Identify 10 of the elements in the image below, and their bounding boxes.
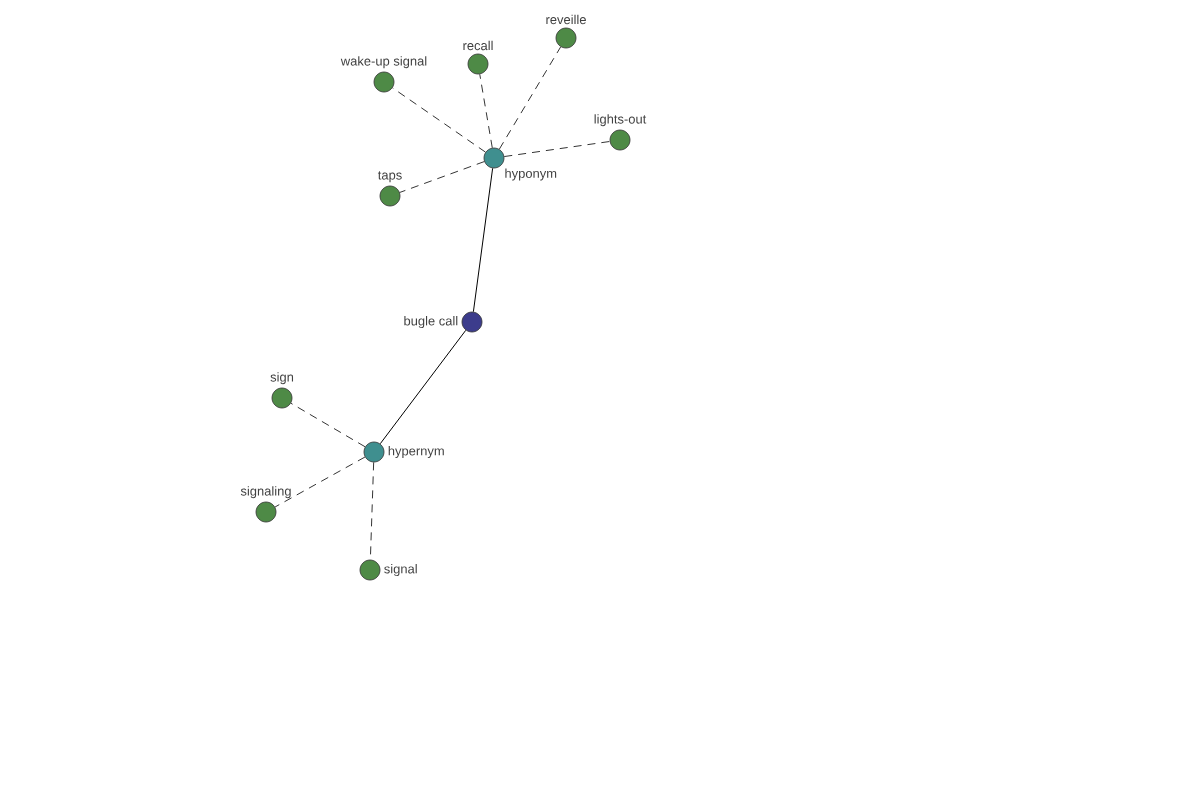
- connector-line: [503, 141, 611, 157]
- connector-line: [472, 167, 494, 313]
- connector-line: [274, 456, 366, 508]
- connector-line: [290, 402, 366, 448]
- connector-line: [479, 73, 493, 149]
- connector-line: [498, 46, 562, 150]
- connector-line: [379, 329, 467, 445]
- connector-line: [399, 161, 485, 193]
- connector-line: [369, 462, 375, 560]
- connector-line: [392, 87, 486, 153]
